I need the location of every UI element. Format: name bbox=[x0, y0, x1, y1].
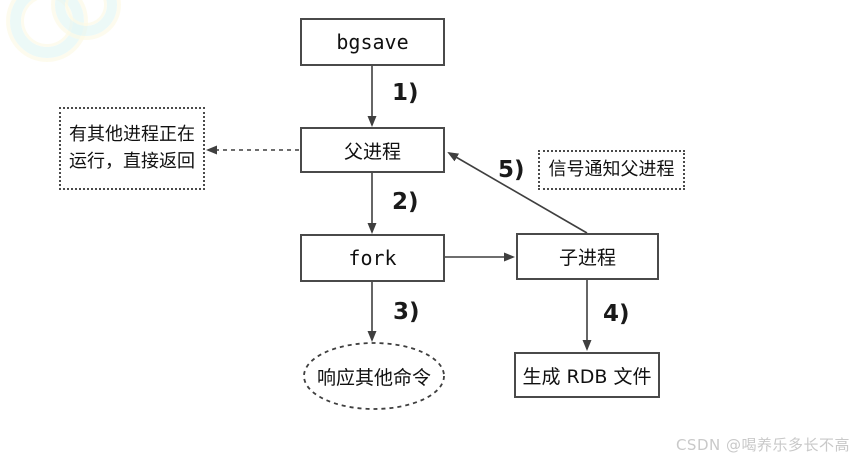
csdn-logo-ghost-icon bbox=[55, 0, 117, 36]
node-generate-rdb-file: 生成 RDB 文件 bbox=[514, 352, 660, 398]
csdn-logo-ghost-icon bbox=[10, 0, 84, 58]
node-bgsave: bgsave bbox=[300, 18, 445, 66]
step-label-2: 2) bbox=[392, 189, 419, 215]
node-parent-process: 父进程 bbox=[300, 127, 445, 173]
step-label-4: 4) bbox=[603, 301, 630, 327]
step-label-5: 5) bbox=[498, 157, 525, 183]
node-fork: fork bbox=[300, 234, 445, 282]
node-respond-other-commands: 响应其他命令 bbox=[316, 366, 431, 389]
step-label-3: 3) bbox=[393, 299, 420, 325]
csdn-watermark-text: CSDN @喝养乐多长不高 bbox=[675, 436, 850, 454]
note-signal-notify-parent: 信号通知父进程 bbox=[538, 150, 685, 190]
note-other-process-running-return: 有其他进程正在 运行，直接返回 bbox=[59, 107, 205, 190]
node-child-process: 子进程 bbox=[516, 233, 659, 280]
step-label-1: 1) bbox=[392, 80, 419, 106]
